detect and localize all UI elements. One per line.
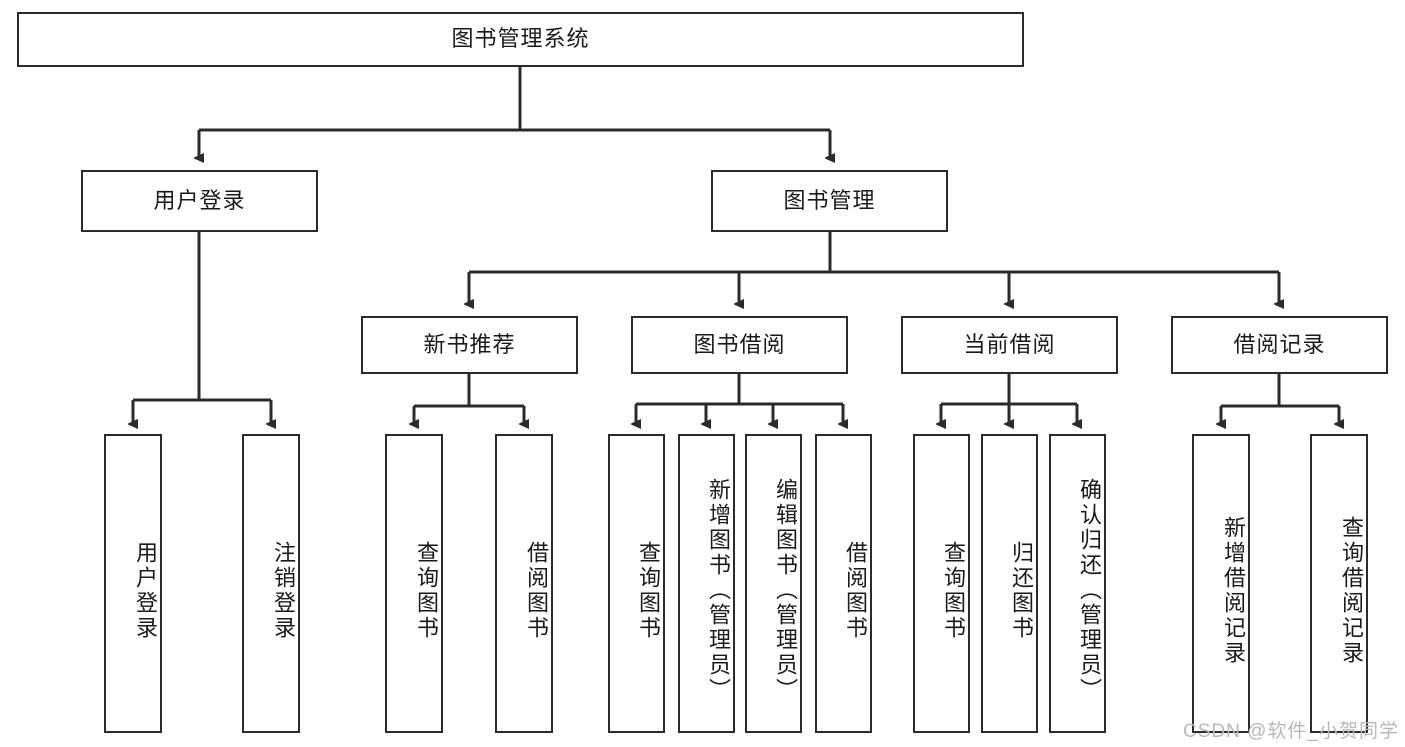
node-user-login[interactable]: 用户登录 (81, 170, 318, 232)
leaf-user-login[interactable]: 用户登录 (104, 434, 162, 733)
leaf-user-login-label: 用户登录 (133, 540, 158, 641)
node-new-book-recommend-label: 新书推荐 (423, 331, 516, 357)
leaf-query-book-3-label: 查询图书 (941, 540, 966, 641)
node-current-borrow[interactable]: 当前借阅 (901, 316, 1118, 374)
leaf-add-record[interactable]: 新增借阅记录 (1192, 434, 1250, 733)
node-book-management-label: 图书管理 (783, 187, 876, 213)
watermark-text: CSDN @软件_小贺同学 (1183, 721, 1399, 742)
node-root-label: 图书管理系统 (451, 26, 590, 52)
leaf-confirm-return-label: 确认归还（管理员） (1077, 478, 1102, 703)
leaf-query-book-1[interactable]: 查询图书 (385, 434, 443, 733)
leaf-confirm-return[interactable]: 确认归还（管理员） (1049, 434, 1106, 733)
leaf-query-book-2-label: 查询图书 (636, 540, 661, 641)
leaf-query-record[interactable]: 查询借阅记录 (1310, 434, 1368, 733)
leaf-return-book[interactable]: 归还图书 (981, 434, 1038, 733)
node-current-borrow-label: 当前借阅 (963, 331, 1056, 357)
node-borrow-record-label: 借阅记录 (1233, 331, 1326, 357)
node-user-login-label: 用户登录 (153, 187, 246, 213)
node-book-management[interactable]: 图书管理 (711, 170, 948, 232)
leaf-query-book-2[interactable]: 查询图书 (608, 434, 665, 733)
leaf-borrow-book-1-label: 借阅图书 (524, 540, 549, 641)
node-new-book-recommend[interactable]: 新书推荐 (361, 316, 578, 374)
leaf-return-book-label: 归还图书 (1009, 540, 1034, 641)
leaf-borrow-book-1[interactable]: 借阅图书 (495, 434, 553, 733)
leaf-query-record-label: 查询借阅记录 (1339, 515, 1364, 666)
leaf-add-book[interactable]: 新增图书（管理员） (678, 434, 735, 733)
node-book-borrow-label: 图书借阅 (693, 331, 786, 357)
leaf-add-record-label: 新增借阅记录 (1221, 515, 1246, 666)
leaf-logout-login[interactable]: 注销登录 (242, 434, 300, 733)
leaf-query-book-3[interactable]: 查询图书 (913, 434, 970, 733)
leaf-borrow-book-2-label: 借阅图书 (843, 540, 868, 641)
node-root-system[interactable]: 图书管理系统 (17, 12, 1024, 67)
leaf-edit-book[interactable]: 编辑图书（管理员） (745, 434, 802, 733)
leaf-edit-book-label: 编辑图书（管理员） (773, 478, 798, 703)
leaf-query-book-1-label: 查询图书 (414, 540, 439, 641)
leaf-add-book-label: 新增图书（管理员） (706, 478, 731, 703)
leaf-logout-login-label: 注销登录 (271, 540, 296, 641)
node-book-borrow[interactable]: 图书借阅 (631, 316, 848, 374)
node-borrow-record[interactable]: 借阅记录 (1171, 316, 1388, 374)
leaf-borrow-book-2[interactable]: 借阅图书 (815, 434, 872, 733)
